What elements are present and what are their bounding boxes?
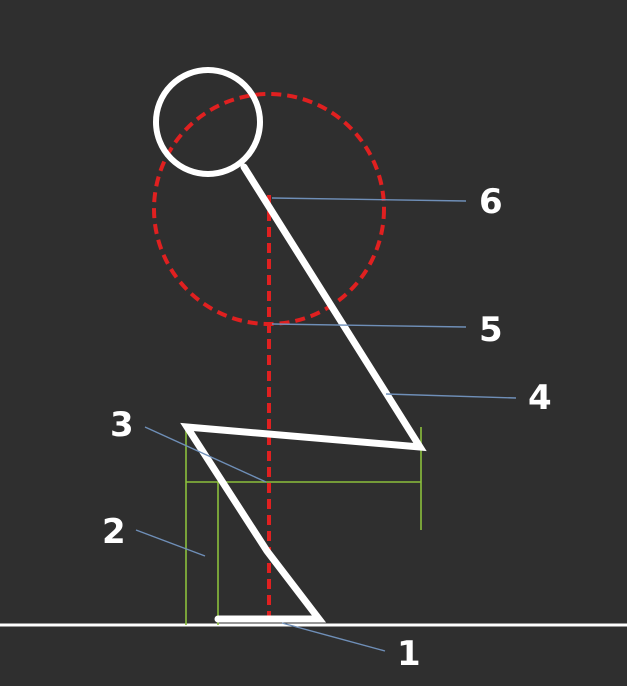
body-outline [180, 163, 427, 623]
leader-lines [135, 197, 517, 652]
callout-2: 2 [102, 512, 126, 552]
callout-labels: 1 2 3 4 5 6 [102, 182, 552, 674]
leader-line-2 [135, 529, 206, 557]
callout-1: 1 [397, 634, 421, 674]
callout-6: 6 [479, 182, 503, 222]
leader-line-5 [271, 323, 467, 328]
leader-line-6 [271, 197, 467, 202]
callout-3: 3 [110, 405, 134, 445]
leader-line-3 [144, 426, 267, 483]
seated-figure [153, 67, 427, 623]
callout-5: 5 [479, 310, 503, 350]
leader-line-1 [281, 622, 386, 652]
leader-line-4 [385, 393, 517, 399]
callout-4: 4 [528, 378, 552, 418]
head-outline [153, 67, 263, 177]
